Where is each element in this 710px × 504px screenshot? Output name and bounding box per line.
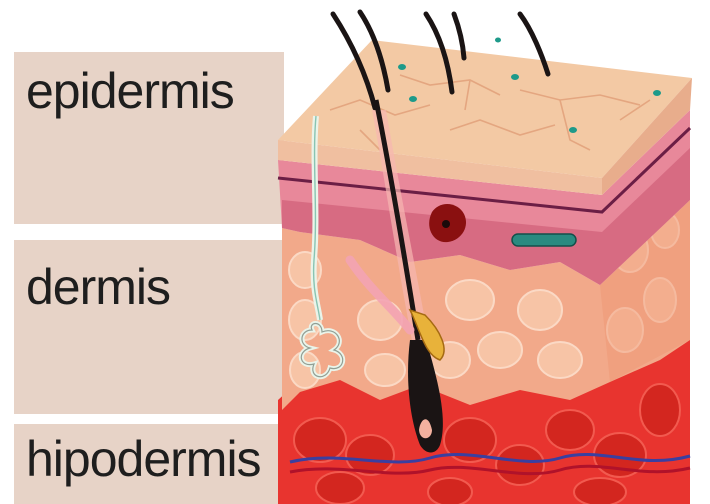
hypodermis-label: hipodermis <box>26 434 261 484</box>
epidermis-label: epidermis <box>26 66 234 116</box>
sensory-receptor <box>512 234 576 246</box>
melanocyte-nucleus <box>442 220 450 228</box>
dermis-label: dermis <box>26 262 170 312</box>
